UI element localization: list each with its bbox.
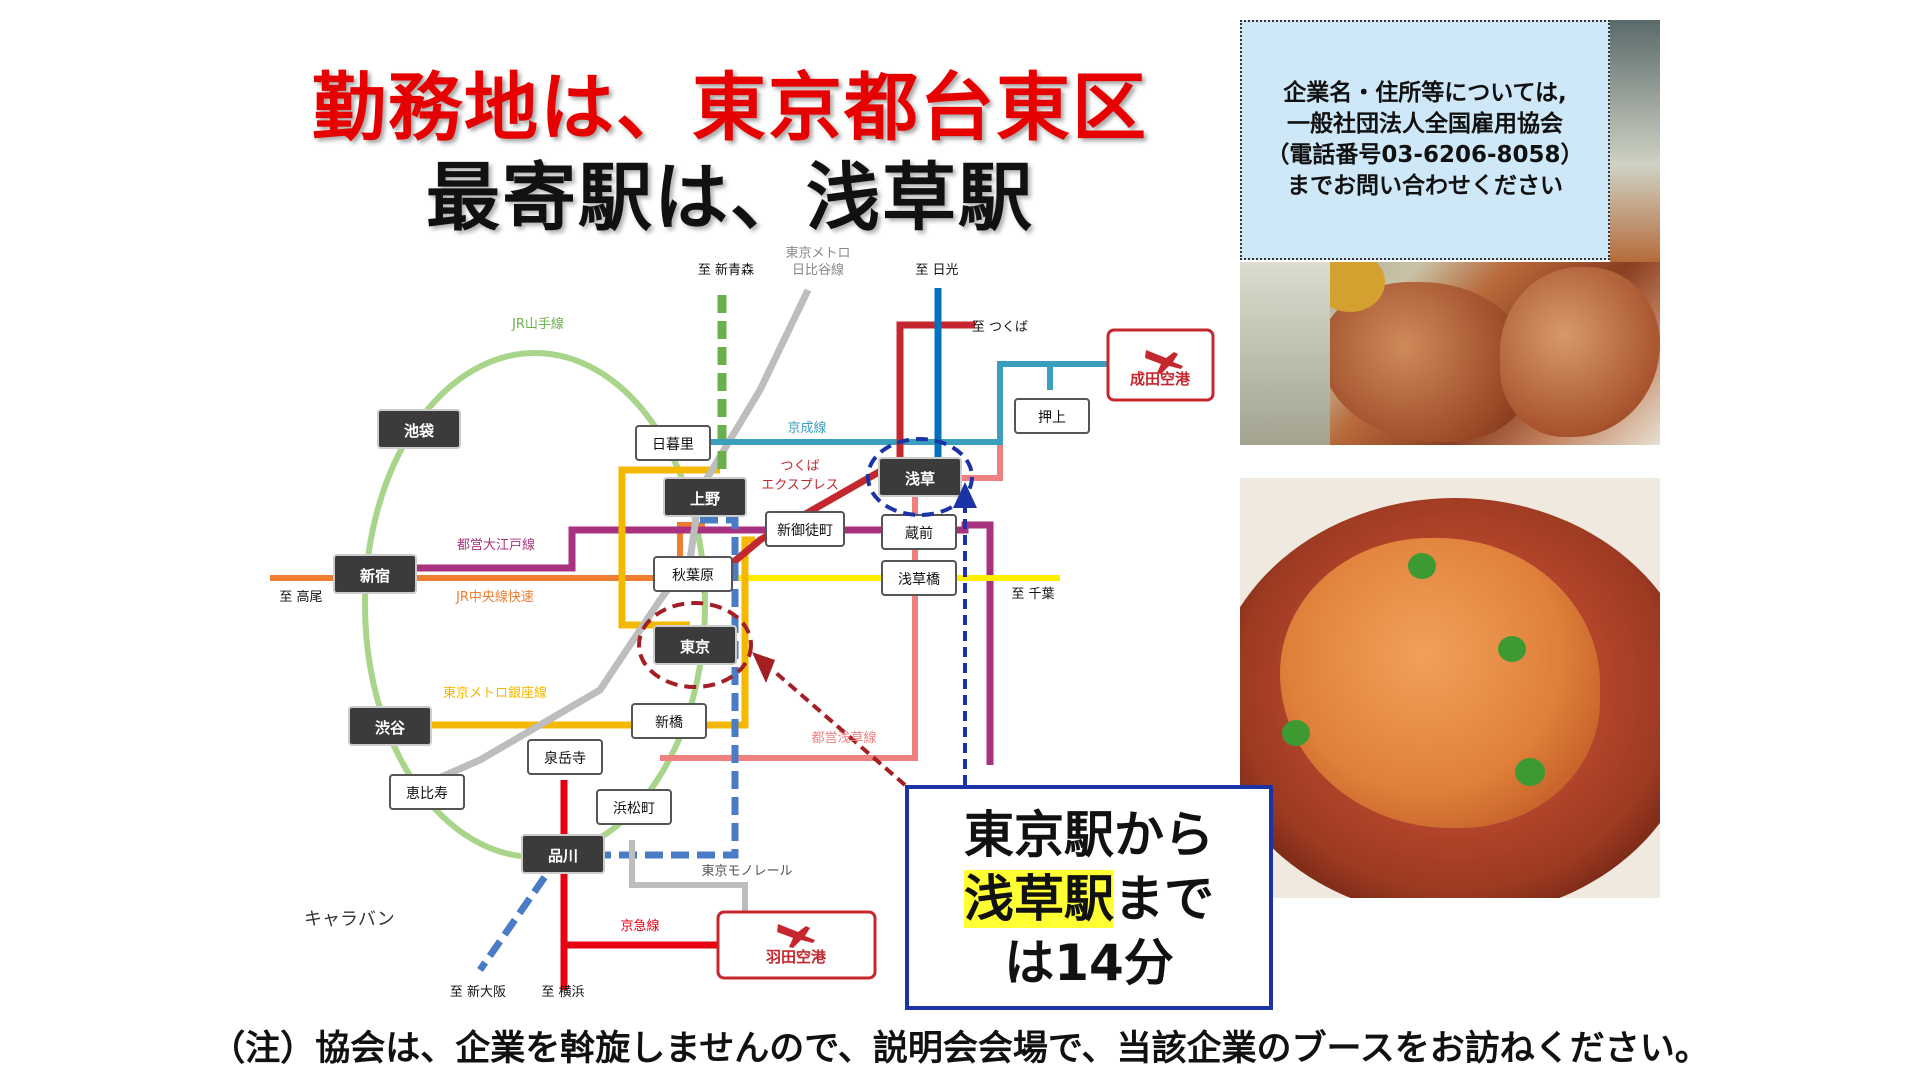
station-label: 池袋 — [404, 422, 435, 440]
line-label: つくば — [780, 459, 819, 474]
headline-nearest-station: 最寄駅は、浅草駅 — [426, 155, 1034, 241]
line-label: 都営大江戸線 — [457, 537, 535, 553]
airport-narita: 成田空港 — [1106, 328, 1215, 402]
destination-label: 至 高尾 — [279, 589, 322, 605]
station-ikebukuro: 池袋 — [377, 409, 461, 449]
callout-line3: は14分 — [1004, 934, 1174, 992]
food-photo-tenshinhan — [1240, 478, 1660, 898]
station-label: 浅草 — [905, 470, 935, 488]
keisei-line — [695, 361, 1108, 445]
station-label: 浅草橋 — [898, 572, 940, 588]
monorail-line — [629, 840, 748, 930]
notice-line: 企業名・住所等については, — [1283, 80, 1567, 106]
line-label: 京成線 — [787, 420, 826, 436]
asakusa-highlight — [866, 437, 974, 517]
station-shibuya: 渋谷 — [348, 706, 432, 746]
station-label: 新橋 — [655, 715, 683, 731]
line-label: JR中央線快速 — [455, 589, 534, 605]
airplane-icon — [1145, 350, 1183, 374]
food-photo-fried — [1240, 262, 1660, 445]
tokaido-line — [477, 516, 739, 972]
oedo-line — [370, 521, 994, 765]
station-tokyo: 東京 — [653, 625, 737, 665]
station-ueno: 上野 — [663, 477, 747, 517]
travel-time-callout: 東京駅から 浅草駅まで は14分 — [905, 785, 1273, 1010]
station-label: 渋谷 — [375, 719, 406, 737]
caption-caravan: キャラバン — [304, 909, 395, 930]
line-label: 都営浅草線 — [811, 730, 876, 746]
line-label: エクスプレス — [761, 478, 839, 493]
airport-haneda: 羽田空港 — [716, 910, 877, 980]
station-label: 新御徒町 — [777, 523, 833, 539]
arrow-to-tokyo — [752, 652, 775, 683]
station-asakusa: 浅草 — [878, 457, 962, 497]
line-label: 東京メトロ銀座線 — [443, 685, 547, 701]
station-label: 泉岳寺 — [544, 750, 586, 767]
station-akihabara: 秋葉原 — [653, 556, 733, 592]
contact-notice: 企業名・住所等については, 一般社団法人全国雇用協会 （電話番号03-6206-… — [1240, 20, 1610, 260]
callout-highlight: 浅草駅 — [964, 870, 1114, 928]
destination-label: 至 千葉 — [1011, 587, 1054, 602]
destination-label: 至 日光 — [915, 263, 958, 278]
airplane-icon — [777, 924, 815, 948]
destination-label: 至 新青森 — [698, 262, 754, 278]
airport-label: 成田空港 — [1130, 370, 1191, 388]
line-label: 東京メトロ — [785, 245, 850, 261]
station-nippori: 日暮里 — [635, 425, 711, 461]
ginza-line-upper — [618, 466, 720, 629]
airport-label: 羽田空港 — [766, 948, 827, 966]
station-label: 上野 — [690, 490, 720, 508]
station-sengakuji: 泉岳寺 — [527, 739, 603, 775]
notice-line: （電話番号03-6206-8058） — [1266, 142, 1584, 168]
station-shinbashi: 新橋 — [631, 703, 707, 739]
destination-label: 至 横浜 — [541, 985, 584, 1000]
arrow-to-asakusa — [953, 482, 977, 508]
station-shinjuku: 新宿 — [333, 554, 417, 594]
station-ebisu: 恵比寿 — [389, 774, 465, 810]
line-label: 日比谷線 — [792, 262, 844, 278]
notice-line: までお問い合わせください — [1287, 173, 1563, 199]
line-label: 東京モノレール — [701, 863, 792, 879]
station-label: 押上 — [1038, 410, 1066, 426]
station-shinokachimachi: 新御徒町 — [765, 511, 845, 547]
destination-label: 至 つくば — [972, 320, 1028, 335]
station-asakusabashi: 浅草橋 — [881, 560, 957, 596]
station-label: 新宿 — [360, 567, 390, 585]
station-label: 浜松町 — [613, 801, 655, 817]
tokyo-highlight — [637, 601, 753, 689]
station-kuramae: 蔵前 — [881, 514, 957, 550]
destination-label: 至 新大阪 — [450, 984, 506, 1000]
station-label: 秋葉原 — [672, 568, 714, 584]
station-shinagawa: 品川 — [521, 834, 605, 874]
callout-line1: 東京駅から — [964, 806, 1214, 864]
callout-line2: 浅草駅まで — [909, 867, 1269, 931]
station-label: 蔵前 — [905, 525, 933, 542]
ginza-line — [372, 536, 755, 729]
station-label: 東京 — [680, 638, 710, 656]
station-oshiage: 押上 — [1014, 398, 1090, 434]
callout-line2-rest: まで — [1114, 870, 1214, 928]
footnote: （注）協会は、企業を斡旋しませんので、説明会会場で、当該企業のブースをお訪ねくだ… — [210, 1029, 1710, 1069]
station-hamamatsucho: 浜松町 — [596, 789, 672, 825]
station-label: 品川 — [548, 847, 578, 865]
food-photo-fried-edge — [1610, 20, 1660, 262]
notice-line: 一般社団法人全国雇用協会 — [1287, 111, 1563, 137]
station-label: 恵比寿 — [406, 785, 448, 802]
station-label: 日暮里 — [652, 437, 694, 453]
headline-workplace: 勤務地は、東京都台東区 — [312, 65, 1148, 151]
line-label: 京急線 — [620, 918, 659, 934]
line-label: JR山手線 — [511, 316, 564, 332]
